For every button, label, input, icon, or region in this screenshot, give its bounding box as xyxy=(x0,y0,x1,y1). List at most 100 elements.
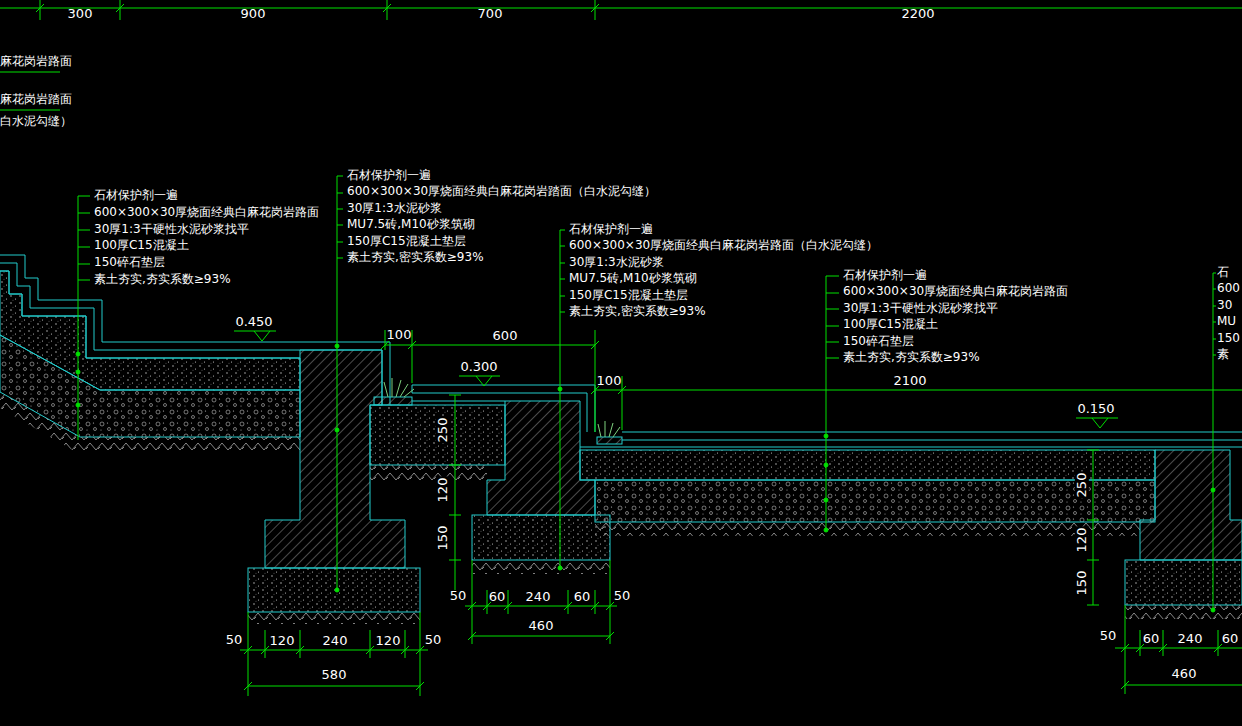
footing xyxy=(248,568,420,612)
elevation-text: 0.450 xyxy=(235,315,272,329)
dimension-text: 600 xyxy=(493,329,518,343)
dimension-text: 240 xyxy=(323,634,348,648)
material-label: 麻花岗岩路面 xyxy=(0,55,72,68)
callout-text: MU xyxy=(1217,316,1236,329)
callout-text: 150厚C15混凝土垫层 xyxy=(347,235,466,248)
leader-line xyxy=(826,276,839,530)
mortar-line xyxy=(580,447,1242,448)
footing xyxy=(472,515,610,560)
leader-dot xyxy=(824,528,828,532)
callout-text: 600×300×30厚烧面经典白麻花岗岩踏面（白水泥勾缝） xyxy=(347,186,656,199)
dimension-text: 50 xyxy=(1100,629,1117,643)
leader-dot xyxy=(335,428,339,432)
dimension-text: 120 xyxy=(270,634,295,648)
callout-text: 石材保护剂一遍 xyxy=(347,169,431,182)
callout-text: 30厚1:3水泥砂浆 xyxy=(569,256,664,269)
dimension-text: 100 xyxy=(597,374,622,388)
dimension-text: 2100 xyxy=(893,374,926,388)
leader-line xyxy=(337,176,343,590)
earth-layer xyxy=(472,560,610,574)
gravel-layer xyxy=(595,480,1155,522)
structure xyxy=(0,255,1242,624)
dimension-tick xyxy=(36,4,599,12)
concrete-layer xyxy=(580,450,1155,480)
dimension-text: 460 xyxy=(1172,667,1197,681)
brick-wall xyxy=(1140,450,1242,560)
elevation-mark xyxy=(234,331,276,341)
dimension-text: 120 xyxy=(1075,527,1089,554)
callout-text: 600 xyxy=(1217,283,1240,296)
dimension-text: 700 xyxy=(478,7,503,21)
earth-layer xyxy=(595,522,1140,536)
grass-symbol xyxy=(384,378,620,437)
dimension-tick xyxy=(1121,644,1222,689)
mortar-line xyxy=(412,401,505,402)
dimension-text: 250 xyxy=(1075,472,1089,499)
callout-text: 石 xyxy=(1217,266,1229,279)
callout-text: 600×300×30厚烧面经典白麻花岗岩路面 xyxy=(843,286,1068,299)
dimension-text: 50 xyxy=(614,589,631,603)
brick-wall xyxy=(487,401,595,515)
footing xyxy=(1125,560,1242,605)
callout-text: 100厚C15混凝土 xyxy=(843,319,938,332)
dimension-text: 50 xyxy=(226,633,243,647)
leader-lines xyxy=(76,176,1216,612)
callout-text: 素土夯实,密实系数≥93% xyxy=(347,251,484,264)
stone-line xyxy=(622,432,1242,433)
callout-text: 素土夯实,密实系数≥93% xyxy=(569,305,706,318)
dimension-text: 250 xyxy=(436,417,450,444)
material-label: 麻花岗岩踏面 xyxy=(0,93,72,106)
dimension-text: 150 xyxy=(436,525,450,552)
dimension-text: 150 xyxy=(1075,570,1089,597)
callout-text: 30厚1:3水泥砂浆 xyxy=(347,202,442,215)
dimension-tick xyxy=(381,341,599,349)
callout-text: 150碎石垫层 xyxy=(94,257,165,270)
leader-dot xyxy=(76,403,80,407)
leader-dot xyxy=(558,566,562,570)
dimension-lines xyxy=(0,0,1242,696)
callout-text: 600×300×30厚烧面经典白麻花岗岩路面 xyxy=(94,206,319,219)
dimension-tick xyxy=(468,602,614,640)
leader-dot xyxy=(76,352,80,356)
dimension-text: 300 xyxy=(68,7,93,21)
callout-text: 素 xyxy=(1217,348,1229,361)
dimension-text: 50 xyxy=(425,633,442,647)
leader-dot xyxy=(558,387,562,391)
planter-tile xyxy=(597,437,622,444)
dimension-text: 120 xyxy=(376,634,401,648)
leader-line xyxy=(560,230,565,568)
callout-text: 石材保护剂一遍 xyxy=(569,223,653,236)
dimension-line xyxy=(1115,605,1242,694)
grass-symbol xyxy=(598,421,620,437)
leader-dot xyxy=(1211,608,1215,612)
elevation-mark xyxy=(459,376,500,386)
dimension-text: 900 xyxy=(241,7,266,21)
mortar-line xyxy=(0,271,300,358)
leader-dot xyxy=(824,463,828,467)
dimension-line xyxy=(385,330,595,432)
callout-text: 素土夯实,夯实系数≥93% xyxy=(843,351,980,364)
earth-layer xyxy=(248,612,420,624)
dimension-text: 2200 xyxy=(901,7,934,21)
stone-line xyxy=(622,440,1242,441)
dimension-tick xyxy=(244,646,424,690)
callout-text: 石材保护剂一遍 xyxy=(843,269,927,282)
leader-dot xyxy=(335,344,339,348)
dimension-text: 60 xyxy=(1143,632,1160,646)
leader-dot xyxy=(335,588,339,592)
dimension-line xyxy=(240,612,428,696)
dimension-line xyxy=(449,395,461,590)
dimension-line xyxy=(465,560,617,644)
leader-dot xyxy=(76,370,80,374)
material-label: 白水泥勾缝） xyxy=(0,115,72,128)
leader-dot xyxy=(824,434,828,438)
callout-text: 石材保护剂一遍 xyxy=(94,189,178,202)
earth-layer xyxy=(0,392,300,452)
callout-text: 30 xyxy=(1217,299,1232,312)
dimension-text: 60 xyxy=(1222,632,1239,646)
earth-layer xyxy=(1125,605,1242,619)
earth-layer xyxy=(370,465,487,480)
leader-line xyxy=(1213,273,1216,612)
grass-symbol xyxy=(384,378,414,397)
